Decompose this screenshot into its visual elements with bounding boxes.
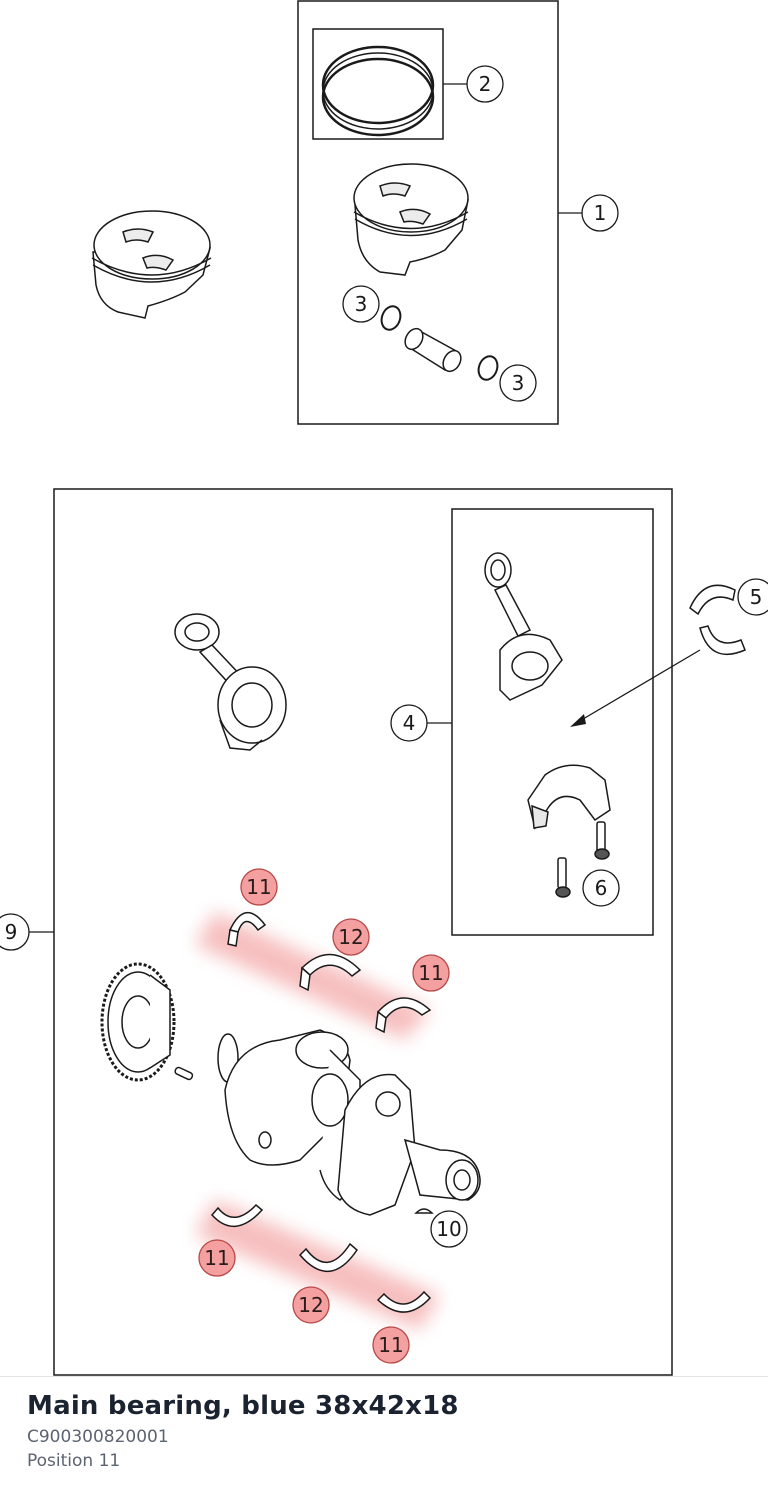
svg-text:2: 2 (479, 72, 492, 96)
part-position: Position 11 (27, 1451, 121, 1471)
main-bearing-upper-12[interactable] (299, 953, 362, 992)
circlip-left[interactable] (378, 304, 403, 333)
main-bearing-upper-11-left[interactable] (227, 912, 267, 947)
woodruff-pin[interactable] (174, 1066, 194, 1081)
connecting-rod-standalone[interactable] (174, 613, 287, 751)
svg-text:9: 9 (5, 920, 18, 944)
svg-text:11: 11 (378, 1333, 403, 1357)
callout-9[interactable]: 9 (0, 913, 30, 951)
svg-text:3: 3 (512, 371, 525, 395)
svg-text:10: 10 (436, 1217, 461, 1241)
svg-text:11: 11 (246, 875, 271, 899)
part-number: C900300820001 (27, 1427, 169, 1447)
callout-3-bottom[interactable]: 3 (499, 364, 537, 402)
svg-text:11: 11 (418, 961, 443, 985)
callout-11-upper-right[interactable]: 11 (412, 954, 450, 992)
main-bearing-lower-12[interactable] (298, 1242, 358, 1272)
part-detail-panel: Main bearing, blue 38x42x18 C90030082000… (0, 1376, 768, 1492)
piston-pin[interactable] (402, 325, 465, 374)
svg-text:1: 1 (594, 201, 607, 225)
crankshaft[interactable] (217, 1029, 481, 1216)
callout-11-upper-left[interactable]: 11 (240, 868, 278, 906)
highlight-band-upper (195, 912, 430, 1040)
main-bearing-lower-11-right[interactable] (376, 1290, 432, 1313)
part-title: Main bearing, blue 38x42x18 (27, 1391, 459, 1421)
circlip-right[interactable] (475, 354, 500, 383)
svg-text:12: 12 (298, 1293, 323, 1317)
crankshaft-key[interactable] (414, 1208, 434, 1214)
callout-3-top[interactable]: 3 (342, 285, 380, 323)
conrod-kit-frame (451, 508, 654, 936)
conrod-bolt-right[interactable] (594, 821, 610, 860)
leader-lines (29, 83, 582, 933)
piston-kit-piston[interactable] (353, 163, 469, 276)
svg-text:6: 6 (595, 876, 608, 900)
callout-1[interactable]: 1 (581, 194, 619, 232)
callout-4[interactable]: 4 (390, 704, 428, 742)
callout-11-lower-left[interactable]: 11 (198, 1239, 236, 1277)
callout-6[interactable]: 6 (582, 869, 620, 907)
svg-text:12: 12 (338, 925, 363, 949)
assembly-arrow (570, 649, 701, 727)
callout-11-lower-right[interactable]: 11 (372, 1326, 410, 1364)
exploded-parts-diagram: 1 2 3 3 4 5 6 9 10 11 12 11 (0, 0, 768, 1376)
svg-text:4: 4 (403, 711, 416, 735)
callout-2[interactable]: 2 (466, 65, 504, 103)
crankshaft-gear[interactable] (100, 962, 176, 1082)
connecting-rod-kit[interactable] (484, 552, 563, 701)
svg-text:3: 3 (355, 292, 368, 316)
callout-12-lower[interactable]: 12 (292, 1286, 330, 1324)
main-bearing-lower-11-left[interactable] (210, 1203, 264, 1228)
piston-ring-set[interactable] (321, 45, 435, 137)
main-bearing-upper-11-right[interactable] (375, 997, 432, 1034)
conrod-bolt-left[interactable] (555, 857, 571, 898)
callout-5[interactable]: 5 (737, 578, 768, 616)
callout-10[interactable]: 10 (430, 1210, 468, 1248)
callout-12-upper[interactable]: 12 (332, 918, 370, 956)
piston-standalone[interactable] (91, 210, 212, 319)
conrod-cap[interactable] (527, 764, 611, 830)
conrod-bearing-shells[interactable] (689, 584, 746, 655)
svg-text:5: 5 (750, 585, 763, 609)
svg-text:11: 11 (204, 1246, 229, 1270)
